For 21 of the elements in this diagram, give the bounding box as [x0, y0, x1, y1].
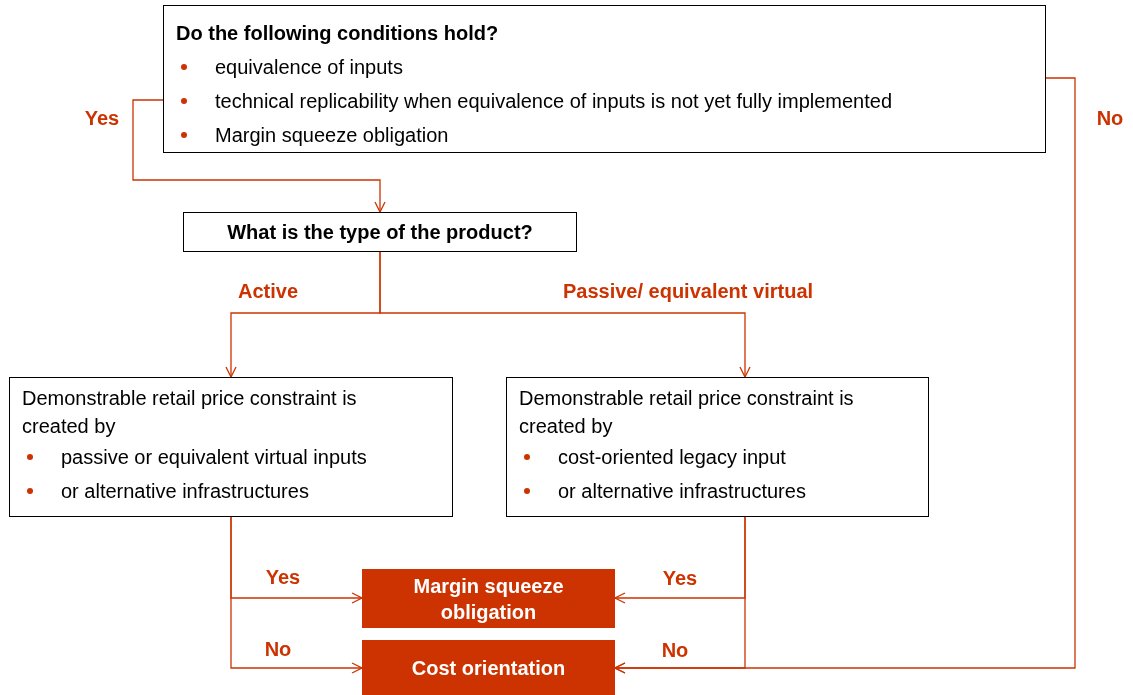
- arrow: [132, 99, 386, 213]
- bullet-item: or alternative infrastructures: [558, 479, 806, 504]
- arrow: [379, 251, 751, 378]
- process-box: [9, 377, 453, 517]
- bullet-item: technical replicability when equivalence of inputs is not yet fully implemented: [215, 89, 893, 114]
- bullet-item: or alternative infrastructures: [61, 479, 309, 504]
- result-text: Margin squeeze obligation: [412, 573, 565, 625]
- decision-box: [183, 212, 577, 252]
- result-box: [362, 569, 615, 628]
- bullet-item: cost-oriented legacy input: [558, 445, 786, 470]
- process-box: [506, 377, 929, 517]
- arrow: [230, 516, 363, 674]
- result-box: [362, 640, 615, 695]
- bullet-item: equivalence of inputs: [215, 55, 403, 80]
- bullet-item: Margin squeeze obligation: [215, 123, 449, 148]
- result-text: Cost orientation: [411, 655, 566, 681]
- arrow: [614, 516, 746, 674]
- heading-text: What is the type of the product?: [227, 220, 533, 244]
- heading-text: Do the following conditions hold?: [176, 21, 500, 46]
- bullet-item: passive or equivalent virtual inputs: [61, 445, 367, 470]
- decision-box: [163, 5, 1046, 153]
